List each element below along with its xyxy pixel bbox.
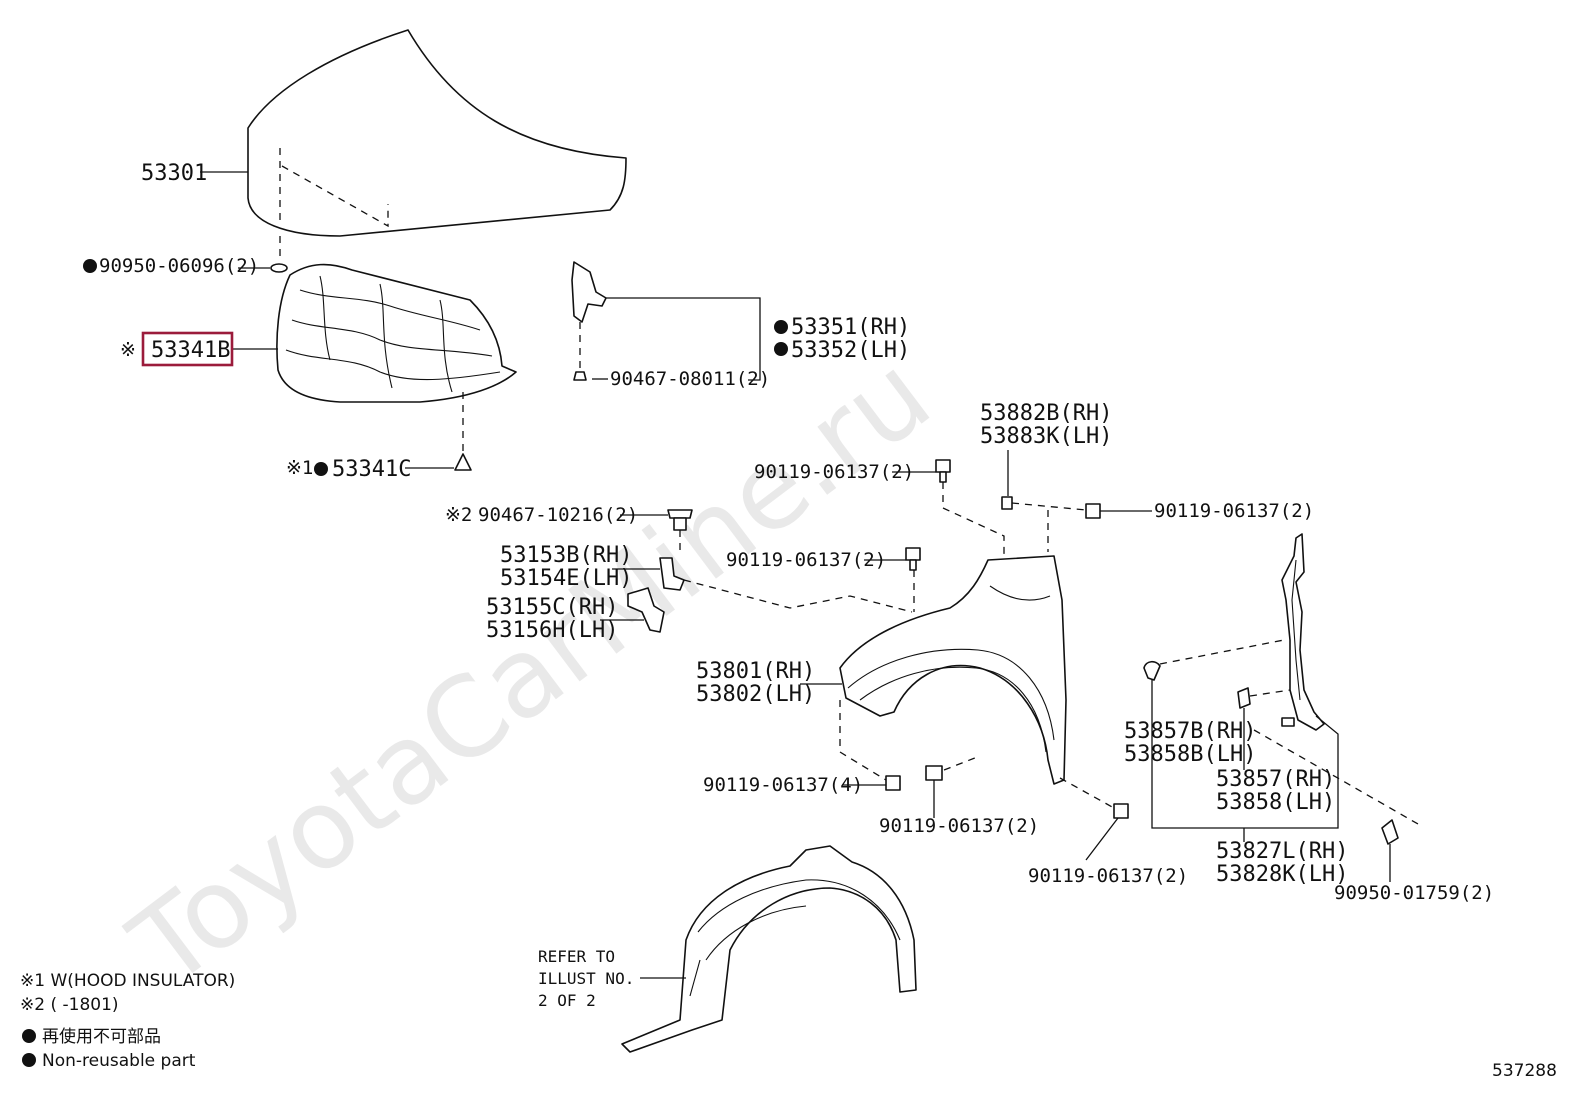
label-clip: 90467-10216(2) xyxy=(478,504,638,526)
bolt-d-shape xyxy=(885,775,901,791)
label-seal-clip: 90950-01759(2) xyxy=(1334,882,1494,904)
seal-shape xyxy=(1001,496,1013,510)
nonreuse-dot xyxy=(83,259,97,273)
footnote-nonreuse-jp: 再使用不可部品 xyxy=(42,1026,161,1047)
label-bolt-e: 90119-06137(2) xyxy=(879,815,1039,837)
label-insulator: 53341B xyxy=(151,338,230,363)
seal-clip-shape xyxy=(1381,819,1399,845)
hinge-drawing xyxy=(571,261,607,381)
cushion-b-shape xyxy=(1143,660,1161,681)
footnote-nonreuse-en: Non-reusable part xyxy=(42,1051,196,1071)
label-seal-rh: 53882B(RH) xyxy=(980,401,1112,426)
hood-seal-shape xyxy=(270,263,288,273)
refer-note-line-3: 2 OF 2 xyxy=(538,991,596,1010)
nonreuse-dot xyxy=(314,462,328,476)
label-spacer-rh: 53155C(RH) xyxy=(486,595,618,620)
label-hinge-rh: 53351(RH) xyxy=(791,315,910,340)
label-hood-seal: 90950-06096(2) xyxy=(99,255,259,277)
label-bolt-b: 90119-06137(2) xyxy=(1154,500,1314,522)
fender-seal-drawing xyxy=(1281,533,1325,731)
cushion-shape xyxy=(1237,687,1251,709)
cushion-small-shape xyxy=(1281,717,1295,727)
label-bolt-d: 90119-06137(4) xyxy=(703,774,863,796)
diagram-number: 537288 xyxy=(1492,1061,1557,1081)
label-cushion-b-lh: 53858B(LH) xyxy=(1124,742,1256,767)
clip-shape xyxy=(667,509,693,531)
nonreuse-legend-dot xyxy=(22,1029,36,1043)
refer-note-line-2: ILLUST NO. xyxy=(538,969,634,988)
insulator-clip-shape xyxy=(454,453,472,471)
bolt-e-shape xyxy=(925,765,943,781)
label-hinge-clip: 90467-08011(2) xyxy=(610,368,770,390)
spacer-shape xyxy=(627,587,665,633)
fender-drawing xyxy=(839,555,1067,785)
watermark: ToyotaCarMine.ru xyxy=(108,330,953,1011)
footnote-1: ※1 W(HOOD INSULATOR) xyxy=(20,971,235,991)
nonreuse-legend-dot xyxy=(22,1053,36,1067)
bolt-b-shape xyxy=(1085,503,1101,519)
label-fender-seal-rh: 53827L(RH) xyxy=(1216,839,1348,864)
label-spacer-lh: 53156H(LH) xyxy=(486,618,618,643)
bolt-f-shape xyxy=(1113,803,1129,819)
label-bracket-lh: 53154E(LH) xyxy=(500,566,632,591)
label-hood: 53301 xyxy=(141,161,207,186)
insulator-mark: ※ xyxy=(120,339,136,361)
insulator-drawing xyxy=(276,263,517,403)
bolt-a-shape xyxy=(935,459,951,483)
clip-mark: ※2 xyxy=(445,504,472,526)
footnote-2: ※2 ( -1801) xyxy=(20,995,119,1015)
fender-liner-drawing xyxy=(621,845,917,1053)
label-fender-seal-lh: 53828K(LH) xyxy=(1216,862,1348,887)
bolt-c-shape xyxy=(905,547,921,571)
label-cushion-rh: 53857(RH) xyxy=(1216,767,1335,792)
label-bolt-c: 90119-06137(2) xyxy=(726,549,886,571)
label-cushion-b-rh: 53857B(RH) xyxy=(1124,719,1256,744)
label-bolt-a: 90119-06137(2) xyxy=(754,461,914,483)
label-bracket-rh: 53153B(RH) xyxy=(500,543,632,568)
nonreuse-dot xyxy=(774,320,788,334)
label-cushion-lh: 53858(LH) xyxy=(1216,790,1335,815)
insulator-clip-mark: ※1 xyxy=(286,457,313,479)
hood-drawing xyxy=(247,29,627,237)
label-bolt-f: 90119-06137(2) xyxy=(1028,865,1188,887)
label-fender-rh: 53801(RH) xyxy=(696,659,815,684)
label-seal-lh: 53883K(LH) xyxy=(980,424,1112,449)
highlight-box xyxy=(141,331,234,367)
label-hinge-lh: 53352(LH) xyxy=(791,338,910,363)
label-fender-lh: 53802(LH) xyxy=(696,682,815,707)
nonreuse-dot xyxy=(774,342,788,356)
label-insulator-clip: 53341C xyxy=(332,457,411,482)
refer-note-line-1: REFER TO xyxy=(538,947,615,966)
